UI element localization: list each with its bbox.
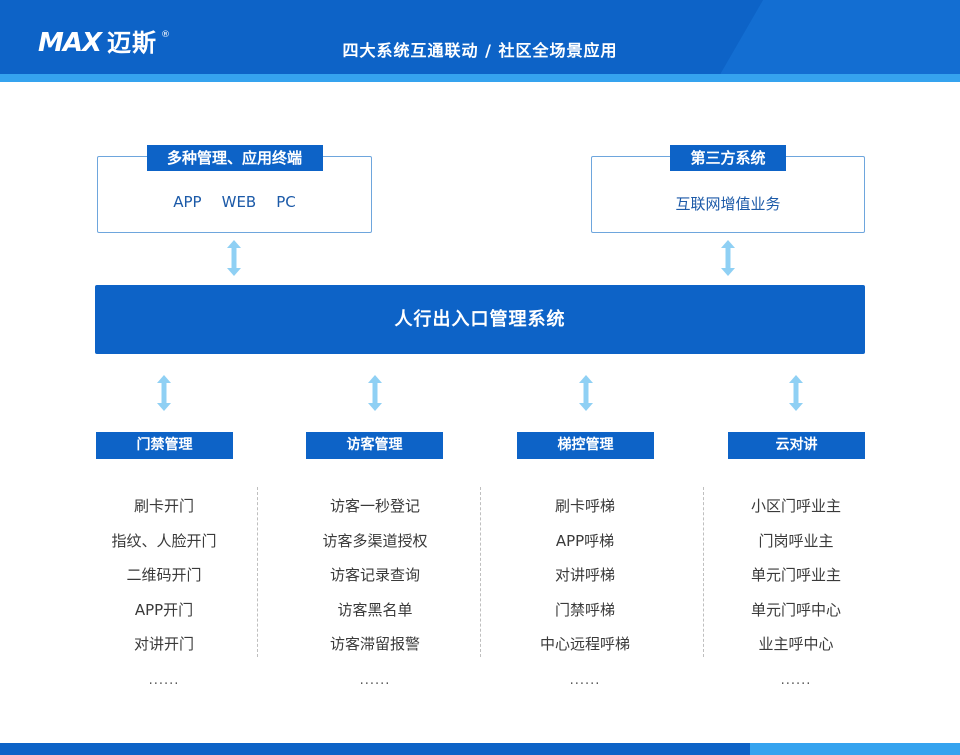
list-more: ...... [569,672,601,688]
column-divider [480,487,481,657]
column-list-intercom: 小区门呼业主 门岗呼业主 单元门呼业主 单元门呼中心 业主呼中心 ...... [696,493,896,696]
list-item: 访客一秒登记 [329,497,420,515]
third-party-body: 互联网增值业务 [675,195,781,213]
list-item: 业主呼中心 [758,635,834,653]
list-item: 访客滞留报警 [329,635,420,653]
double-arrow-icon [157,375,171,411]
list-item: 小区门呼业主 [750,497,841,515]
list-item: 门岗呼业主 [758,531,834,550]
list-item: 指纹、人脸开门 [111,531,217,550]
double-arrow-icon [789,375,803,411]
footer-accent [750,743,960,755]
brand-logo: MAX 迈斯 ® [38,30,172,56]
footer-bar [0,743,960,755]
column-list-elevator: 刷卡呼梯 APP呼梯 对讲呼梯 门禁呼梯 中心远程呼梯 ...... [485,493,685,696]
list-item: 刷卡呼梯 [554,497,615,515]
list-item: 对讲呼梯 [554,566,615,584]
list-item: 刷卡开门 [133,497,194,515]
terminal-app: APP [173,193,202,211]
column-divider [703,487,704,657]
list-more: ...... [148,672,180,688]
column-list-access-control: 刷卡开门 指纹、人脸开门 二维码开门 APP开门 对讲开门 ...... [64,493,264,696]
page-title: 四大系统互通联动 / 社区全场景应用 [342,41,618,60]
third-party-box: 第三方系统 互联网增值业务 [591,145,865,233]
list-more: ...... [780,672,812,688]
logo-mark: MAX [38,28,102,58]
list-more: ...... [359,672,391,688]
column-list-visitor: 访客一秒登记 访客多渠道授权 访客记录查询 访客黑名单 访客滞留报警 .....… [275,493,475,696]
terminals-list: APP WEB PC [98,193,371,211]
third-party-box-title: 第三方系统 [670,145,786,171]
list-item: 访客黑名单 [337,600,413,619]
column-title-intercom: 云对讲 [728,432,865,459]
list-item: 门禁呼梯 [554,600,615,619]
double-arrow-icon [579,375,593,411]
logo-chinese-name: 迈斯 [107,29,158,57]
terminal-pc: PC [276,193,296,211]
terminals-box: 多种管理、应用终端 APP WEB PC [97,145,372,233]
terminal-web: WEB [221,193,257,211]
list-item: 访客多渠道授权 [322,531,428,550]
list-item: 二维码开门 [126,566,202,584]
list-item: 中心远程呼梯 [539,635,630,653]
registered-mark: ® [161,30,171,40]
list-item: APP呼梯 [555,531,615,550]
column-title-elevator: 梯控管理 [517,432,654,459]
column-divider [257,487,258,657]
header-stripe [0,74,960,82]
terminals-box-title: 多种管理、应用终端 [146,145,323,171]
double-arrow-icon [721,240,735,276]
list-item: 访客记录查询 [329,566,420,584]
list-item: 对讲开门 [133,635,194,653]
column-title-access-control: 门禁管理 [96,432,233,459]
double-arrow-icon [368,375,382,411]
list-item: APP开门 [134,600,194,619]
double-arrow-icon [227,240,241,276]
main-system-bar: 人行出入口管理系统 [95,285,865,354]
column-title-visitor: 访客管理 [306,432,443,459]
list-item: 单元门呼业主 [750,566,841,584]
list-item: 单元门呼中心 [750,600,841,619]
header-banner: MAX 迈斯 ® 四大系统互通联动 / 社区全场景应用 [0,0,960,82]
